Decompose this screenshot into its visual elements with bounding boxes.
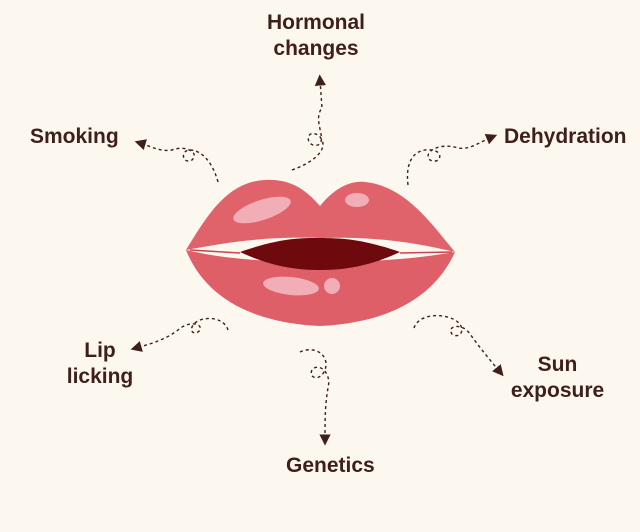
lips-illustration [186, 179, 455, 326]
label-line: changes [273, 37, 359, 60]
arrow-sun-exposure [413, 314, 504, 377]
arrow-hormonal [291, 74, 326, 171]
arrow-smoking [134, 139, 219, 183]
arrow-genetics [299, 349, 331, 446]
arrow-dehydration [406, 133, 498, 186]
arrow-lip-licking [130, 317, 229, 352]
label-smoking: Smoking [30, 125, 119, 148]
highlight [263, 276, 319, 296]
highlight [345, 193, 369, 207]
label-line: Lip [84, 339, 116, 362]
label-line: exposure [510, 379, 605, 402]
label-dehydration: Dehydration [504, 125, 627, 148]
label-lip-licking: Lip licking [50, 338, 150, 390]
lower-lip [186, 250, 455, 326]
highlight [324, 278, 340, 294]
label-line: Hormonal [266, 11, 365, 34]
label-line: Sun [537, 353, 578, 376]
upper-lip [186, 179, 455, 252]
label-line: licking [66, 365, 134, 388]
label-sun-exposure: Sun exposure [500, 352, 615, 404]
mouth-opening [240, 238, 400, 270]
label-genetics: Genetics [286, 454, 375, 477]
highlight [233, 196, 291, 224]
label-hormonal-changes: Hormonal changes [256, 10, 376, 62]
